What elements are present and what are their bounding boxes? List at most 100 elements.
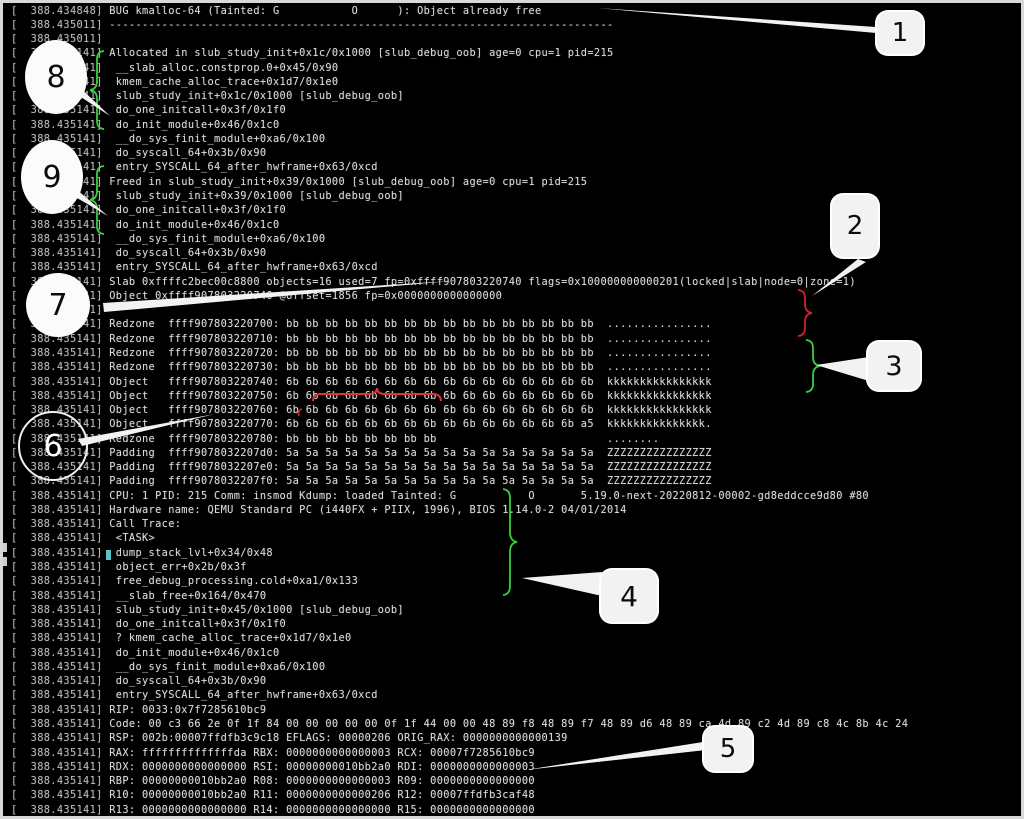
console-line: [ 388.435141] RAX: ffffffffffffffda RBX:… bbox=[11, 746, 535, 759]
text-caret bbox=[106, 550, 111, 560]
leader-line-5 bbox=[525, 742, 706, 770]
console-line: [ 388.435141] Redzone ffff907803220710: … bbox=[11, 332, 712, 345]
line-text: Redzone ffff907803220780: bb bb bb bb bb… bbox=[102, 432, 660, 445]
line-timestamp: [ 388.435141] bbox=[11, 718, 103, 730]
callout-6[interactable]: 6 bbox=[18, 411, 88, 481]
line-timestamp: [ 388.435141] bbox=[11, 375, 103, 388]
line-text: entry_SYSCALL_64_after_hwframe+0x63/0xcd bbox=[102, 689, 378, 702]
leader-line-3 bbox=[816, 357, 869, 381]
line-text: ? kmem_cache_alloc_trace+0x1d7/0x1e0 bbox=[102, 632, 352, 645]
line-timestamp: [ 388.435141] bbox=[11, 675, 103, 688]
console-line: [ 388.435141] Object ffff907803220750: 6… bbox=[11, 389, 712, 402]
callout-1[interactable]: 1 bbox=[877, 12, 923, 54]
line-text: Object ffff907803220750: 6b 6b 6b 6b 6b … bbox=[102, 389, 712, 402]
console-line: [ 388.434848] BUG kmalloc-64 (Tainted: G… bbox=[11, 5, 542, 17]
callout-2-label: 2 bbox=[846, 211, 864, 241]
console-line: [ 388.435141] do_init_module+0x46/0x1c0 bbox=[11, 118, 280, 131]
console-line: [ 388.435141] ? kmem_cache_alloc_trace+0… bbox=[11, 633, 352, 644]
line-timestamp: [ 388.435141] bbox=[11, 261, 103, 274]
line-text: Object 0xffff907803220740 @offset=1856 f… bbox=[102, 289, 503, 302]
callout-7[interactable]: 7 bbox=[26, 273, 90, 337]
line-text: do_init_module+0x46/0x1c0 bbox=[102, 218, 280, 231]
line-timestamp: [ 388.435141] bbox=[11, 703, 103, 716]
line-text: RAX: ffffffffffffffda RBX: 0000000000000… bbox=[102, 746, 535, 759]
line-text: do_one_initcall+0x3f/0x1f0 bbox=[102, 204, 287, 217]
line-timestamp: [ 388.435141] bbox=[11, 532, 103, 545]
line-timestamp: [ 388.435011] bbox=[11, 33, 103, 46]
console-line: [ 388.435141] do_one_initcall+0x3f/0x1f0 bbox=[11, 619, 286, 630]
line-text: Object ffff907803220740: 6b 6b 6b 6b 6b … bbox=[102, 375, 712, 388]
line-timestamp: [ 388.435141] bbox=[11, 561, 103, 574]
line-text: slub_study_init+0x45/0x1000 [slub_debug_… bbox=[102, 603, 404, 616]
console-line: [ 388.435141] RBP: 00000000010bb2a0 R08:… bbox=[11, 776, 535, 787]
line-timestamp: [ 388.435141] bbox=[11, 760, 103, 773]
line-text: Redzone ffff907803220710: bb bb bb bb bb… bbox=[102, 332, 712, 345]
kernel-console-output[interactable]: [ 388.434848] BUG kmalloc-64 (Tainted: G… bbox=[3, 3, 1021, 816]
callout-8[interactable]: 8 bbox=[25, 40, 87, 114]
line-text: Padding ffff9078032207d0: 5a 5a 5a 5a 5a… bbox=[102, 446, 712, 459]
console-line: [ 388.435141] entry_SYSCALL_64_after_hwf… bbox=[11, 262, 378, 273]
line-timestamp: [ 388.435141] bbox=[11, 361, 103, 374]
line-timestamp: [ 388.435141] bbox=[11, 589, 103, 602]
console-line: [ 388.435141] RDX: 0000000000000000 RSI:… bbox=[11, 760, 535, 773]
console-line: [ 388.435141] __do_sys_finit_module+0xa6… bbox=[11, 132, 326, 145]
line-text: slub_study_init+0x39/0x1000 [slub_debug_… bbox=[102, 190, 404, 202]
line-text: Object ffff907803220760: 6b 6b 6b 6b 6b … bbox=[102, 404, 712, 417]
line-timestamp: [ 388.435011] bbox=[11, 18, 103, 31]
line-timestamp: [ 388.435141] bbox=[11, 346, 103, 359]
callout-9[interactable]: 9 bbox=[21, 140, 83, 214]
line-text: kmem_cache_alloc_trace+0x1d7/0x1e0 bbox=[102, 75, 339, 88]
line-text: do_syscall_64+0x3b/0x90 bbox=[102, 147, 267, 160]
brace-freed-stack bbox=[89, 165, 105, 235]
line-text: Redzone ffff907803220730: bb bb bb bb bb… bbox=[102, 361, 712, 374]
console-line: [ 388.435141] slub_study_init+0x45/0x100… bbox=[11, 603, 404, 616]
console-line: [ 388.435141] do_syscall_64+0x3b/0x90 bbox=[11, 248, 266, 259]
line-text: __slab_alloc.constprop.0+0x45/0x90 bbox=[102, 61, 339, 74]
line-text: Padding ffff9078032207e0: 5a 5a 5a 5a 5a… bbox=[102, 461, 712, 474]
brace-redzone-ascii bbox=[797, 289, 813, 337]
console-line: [ 388.435141] __do_sys_finit_module+0xa6… bbox=[11, 233, 325, 245]
console-line: [ 388.435141] do_syscall_64+0x3b/0x90 bbox=[11, 676, 266, 687]
line-text: RSP: 002b:00007ffdfb3c9c18 EFLAGS: 00000… bbox=[102, 732, 568, 745]
line-text: R13: 0000000000000000 R14: 0000000000000… bbox=[102, 803, 535, 816]
line-text: slub_study_init+0x1c/0x1000 [slub_debug_… bbox=[102, 90, 404, 103]
line-text: __do_sys_finit_module+0xa6/0x100 bbox=[102, 132, 326, 145]
line-text: object_err+0x2b/0x3f bbox=[102, 561, 247, 574]
callout-4[interactable]: 4 bbox=[601, 570, 657, 622]
line-text: Object ffff907803220770: 6b 6b 6b 6b 6b … bbox=[102, 418, 712, 431]
line-text: Padding ffff9078032207f0: 5a 5a 5a 5a 5a… bbox=[102, 475, 712, 488]
console-line: [ 388.435141] Redzone ffff907803220720: … bbox=[11, 346, 712, 359]
callout-3[interactable]: 3 bbox=[868, 342, 920, 390]
brace-redzone-780-underline bbox=[312, 387, 442, 402]
line-text: Call Trace: bbox=[102, 518, 182, 531]
callout-5[interactable]: 5 bbox=[704, 727, 752, 771]
line-timestamp: [ 388.435141] bbox=[11, 775, 103, 788]
line-timestamp: [ 388.435141] bbox=[11, 789, 103, 802]
line-text: do_init_module+0x46/0x1c0 bbox=[102, 118, 280, 131]
line-timestamp: [ 388.435141] bbox=[11, 204, 103, 217]
callout-2[interactable]: 2 bbox=[832, 195, 878, 257]
brace-allocated-stack bbox=[89, 50, 105, 130]
callout-5-label: 5 bbox=[719, 734, 737, 764]
line-text: RIP: 0033:0x7f7285610bc9 bbox=[102, 703, 267, 716]
console-line: [ 388.435141] <TASK> bbox=[11, 533, 155, 544]
line-timestamp: [ 388.435141] bbox=[11, 732, 103, 745]
console-line: [ 388.435141] Redzone ffff907803220730: … bbox=[11, 362, 712, 373]
console-line: [ 388.435141] dump_stack_lvl+0x34/0x48 bbox=[11, 546, 273, 559]
line-timestamp: [ 388.435141] bbox=[11, 646, 103, 659]
leader-line-2 bbox=[812, 259, 866, 296]
redzone-tick-mark bbox=[297, 408, 303, 417]
line-timestamp: [ 388.435141] bbox=[11, 746, 103, 759]
brace-object-ascii bbox=[805, 339, 821, 393]
line-text: Redzone ffff907803220700: bb bb bb bb bb… bbox=[102, 318, 712, 331]
line-text: ----------------------------------------… bbox=[102, 18, 614, 31]
line-timestamp: [ 388.435141] bbox=[11, 475, 103, 488]
leader-line-7 bbox=[103, 281, 451, 312]
line-timestamp: [ 388.435141] bbox=[11, 546, 103, 559]
line-text: Slab 0xffffc2bec00c8800 objects=16 used=… bbox=[102, 275, 856, 288]
console-line: [ 388.435141] Hardware name: QEMU Standa… bbox=[11, 504, 627, 516]
line-text: entry_SYSCALL_64_after_hwframe+0x63/0xcd bbox=[102, 161, 378, 174]
line-text: Code: 00 c3 66 2e 0f 1f 84 00 00 00 00 0… bbox=[102, 718, 909, 730]
